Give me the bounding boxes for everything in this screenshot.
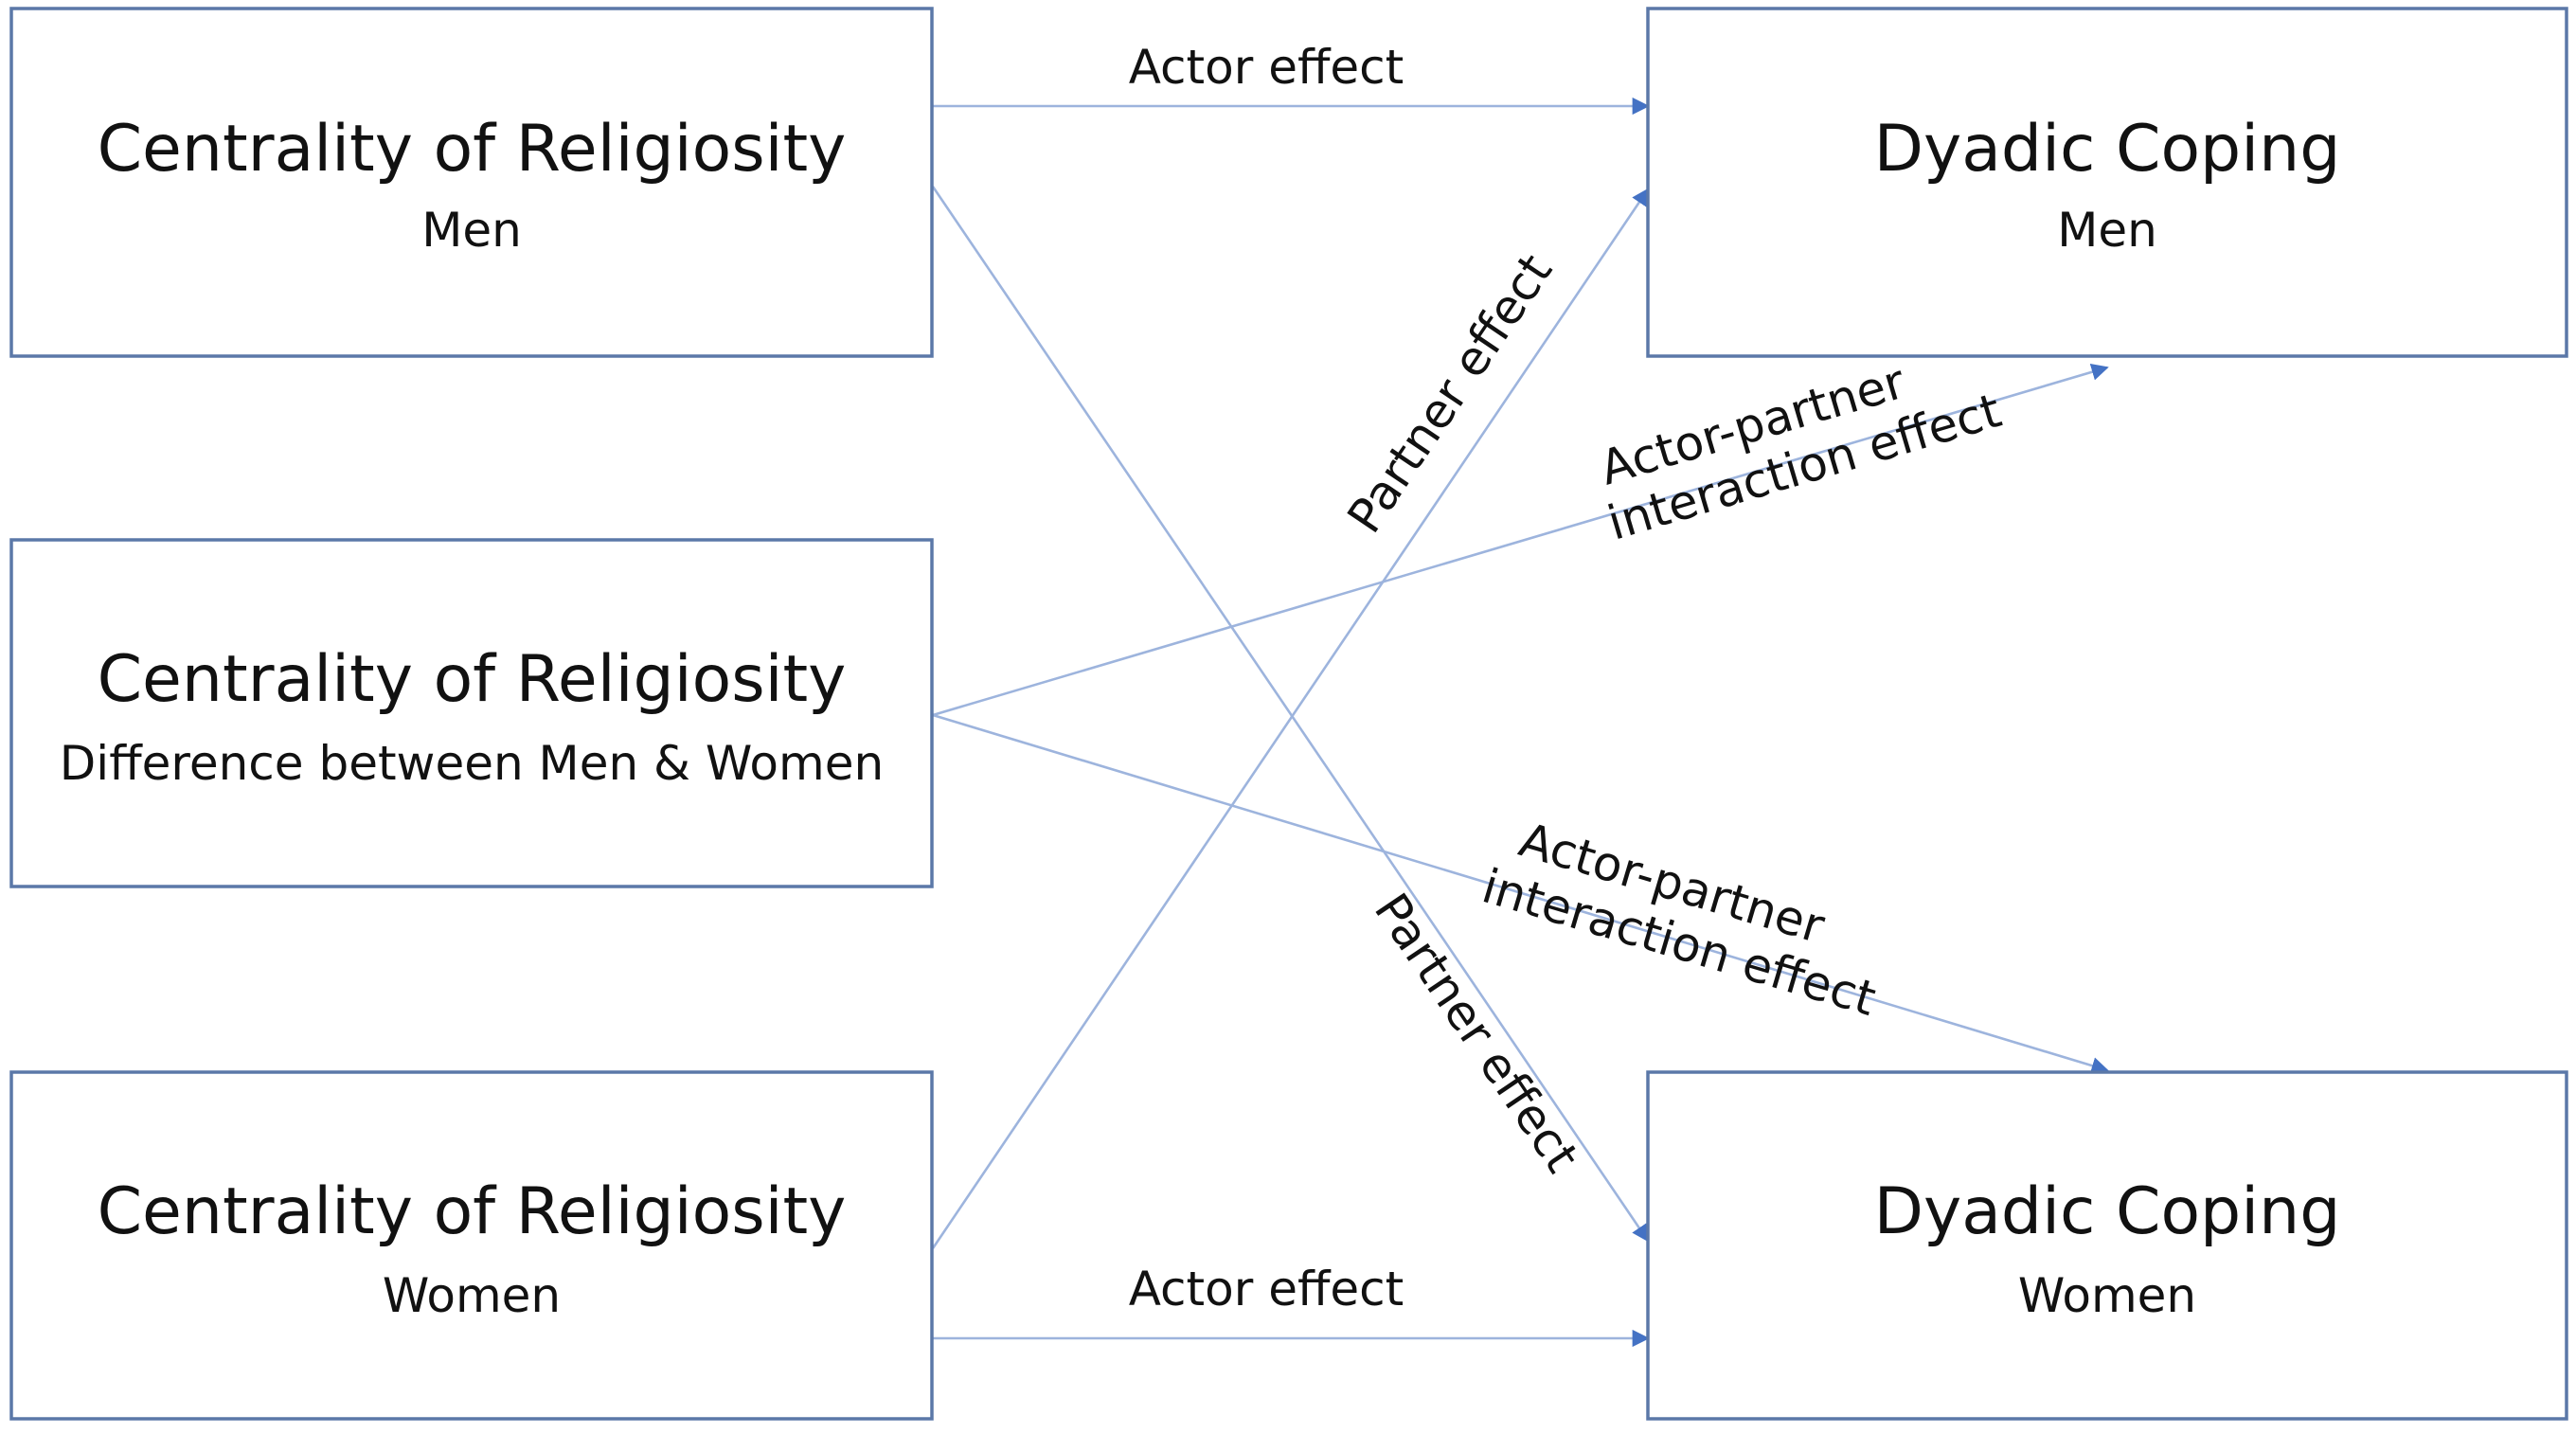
edges — [931, 97, 2109, 1348]
interaction-effect-to-women-arrow — [932, 713, 2109, 1074]
node-centrality-difference-subtitle: Difference between Men & Women — [60, 736, 884, 791]
node-centrality-men: Centrality of Religiosity Men — [9, 7, 934, 358]
actor-effect-women-label: Actor effect — [1129, 1262, 1404, 1317]
partner-effect-women-to-men-arrow — [931, 188, 1650, 1249]
node-dyadic-coping-men: Dyadic Coping Men — [1646, 7, 2568, 358]
node-dyadic-coping-men-subtitle: Men — [2057, 203, 2157, 258]
node-centrality-difference-title: Centrality of Religiosity — [98, 642, 847, 717]
node-dyadic-coping-men-title: Dyadic Coping — [1874, 112, 2341, 187]
interaction-effect-to-men-arrow — [932, 363, 2109, 717]
partner-effect-men-to-women-arrow — [931, 186, 1650, 1243]
actor-effect-men-label: Actor effect — [1129, 40, 1404, 95]
node-centrality-women-title: Centrality of Religiosity — [98, 1174, 847, 1249]
node-centrality-women: Centrality of Religiosity Women — [9, 1070, 934, 1421]
partner-effect-women-to-men-label: Partner effect — [1337, 244, 1564, 543]
node-centrality-difference: Centrality of Religiosity Difference bet… — [9, 538, 934, 888]
node-dyadic-coping-women-title: Dyadic Coping — [1874, 1174, 2341, 1249]
interaction-effect-to-women-label: Actor-partner interaction effect — [1476, 812, 1882, 1026]
node-centrality-men-subtitle: Men — [421, 203, 522, 258]
interaction-effect-to-men-label: Actor-partner interaction effect — [1594, 354, 2007, 551]
node-dyadic-coping-women: Dyadic Coping Women — [1646, 1070, 2568, 1421]
node-centrality-women-subtitle: Women — [383, 1268, 561, 1323]
node-dyadic-coping-women-subtitle: Women — [2018, 1268, 2196, 1323]
node-centrality-men-title: Centrality of Religiosity — [98, 112, 847, 187]
